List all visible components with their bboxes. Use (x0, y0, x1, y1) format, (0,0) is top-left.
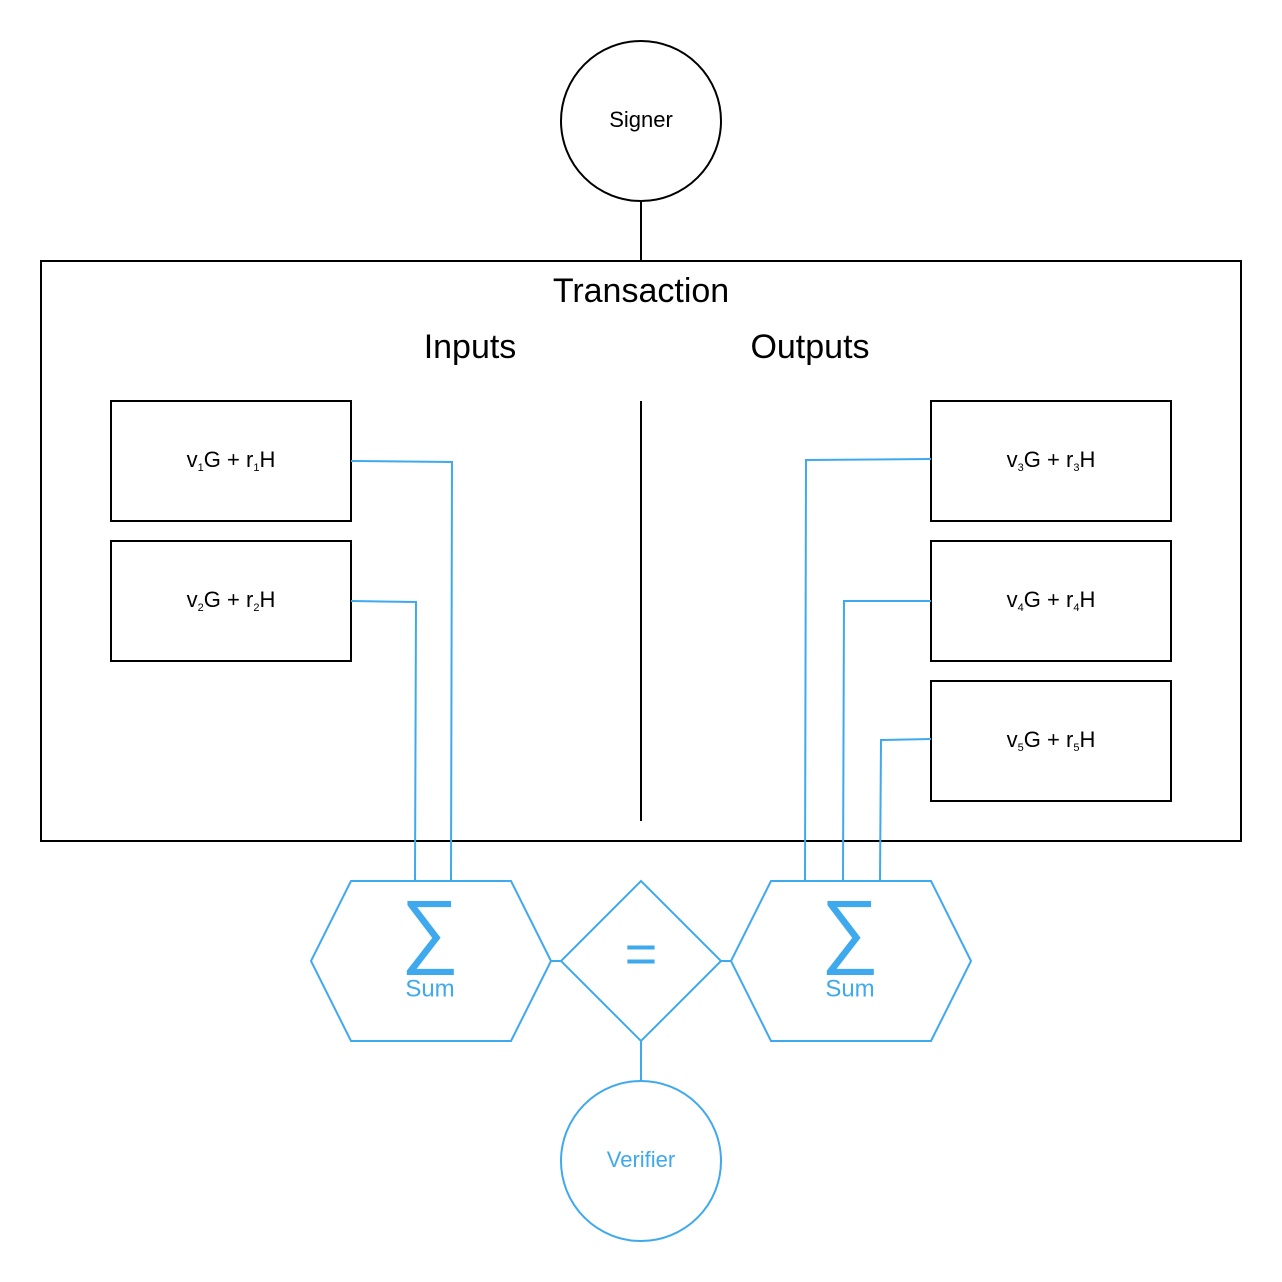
transaction-box (40, 260, 1242, 842)
input-commitment-1: v1G + r1H (187, 447, 276, 474)
connector-output-5-to-sum (879, 738, 932, 882)
verifier-node (560, 1080, 722, 1242)
verifier-label: Verifier (607, 1147, 675, 1172)
sum-inputs-hexagon (309, 880, 553, 1042)
connector-input-1-to-sum (350, 460, 454, 882)
connector-input-2-to-sum (350, 600, 418, 882)
sigma-icon: ∑ (821, 885, 879, 976)
connector-output-4-to-sum (842, 600, 931, 882)
sum-inputs-label: Sum (405, 975, 454, 1002)
sigma-icon: ∑ (401, 885, 459, 976)
signer-label: Signer (609, 107, 673, 132)
output-commitment-4: v4G + r4H (1007, 587, 1096, 614)
sum-outputs-hexagon (729, 880, 973, 1042)
output-commitment-3: v3G + r3H (1007, 447, 1096, 474)
transaction-title: Transaction (553, 272, 729, 310)
output-box-5 (930, 680, 1172, 802)
input-commitment-2: v2G + r2H (187, 587, 276, 614)
sum-outputs-label: Sum (825, 975, 874, 1002)
output-commitment-5: v5G + r5H (1007, 727, 1096, 754)
outputs-heading: Outputs (750, 328, 869, 366)
connector-output-3-to-sum (804, 458, 932, 882)
inputs-heading: Inputs (424, 328, 517, 366)
equals-icon: = (625, 922, 658, 985)
output-box-3 (930, 400, 1172, 522)
